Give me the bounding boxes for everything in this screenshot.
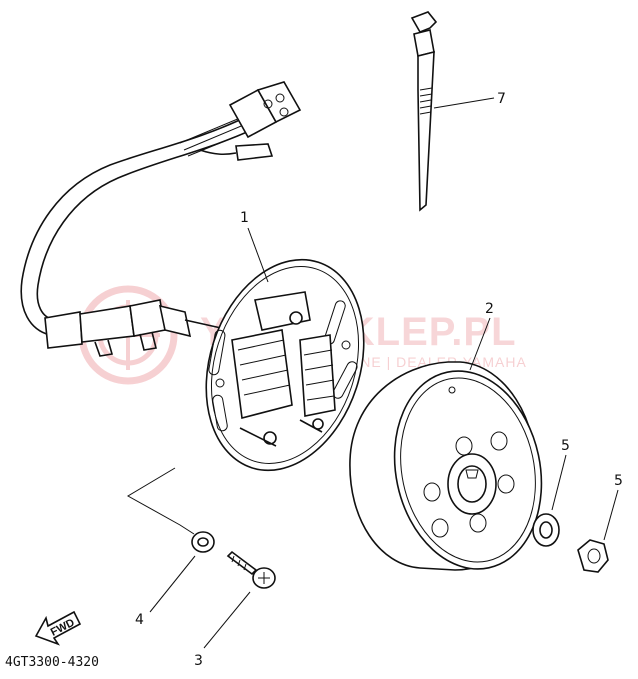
washer-part-6: [532, 513, 560, 547]
leader-lines: [126, 467, 195, 535]
callout-6: 5: [561, 438, 570, 454]
callout-line-2: [469, 317, 491, 371]
callout-line-5: [603, 489, 619, 541]
callout-2: 2: [485, 301, 494, 317]
callout-line-7: [433, 97, 495, 109]
callout-line-1: [247, 227, 269, 283]
callout-5: 5: [614, 473, 623, 489]
callout-line-3: [203, 591, 251, 649]
callout-1: 1: [240, 210, 249, 226]
callout-line-4: [149, 555, 196, 613]
callout-line-6: [551, 454, 567, 511]
nut-part: [577, 539, 609, 573]
diagram-code: 4GT3300-4320: [5, 655, 99, 670]
callout-4: 4: [135, 612, 144, 628]
screw-part: [226, 550, 276, 589]
washer-part-4: [191, 531, 215, 553]
stator-part: [205, 258, 365, 472]
callout-3: 3: [194, 653, 203, 669]
fwd-arrow-icon: [34, 610, 82, 646]
fwd-label: FWD: [49, 617, 77, 639]
cable-tie-part: [410, 11, 438, 212]
rotor-part: [349, 361, 543, 571]
wire-harness: [20, 81, 302, 357]
callout-7: 7: [497, 91, 506, 107]
